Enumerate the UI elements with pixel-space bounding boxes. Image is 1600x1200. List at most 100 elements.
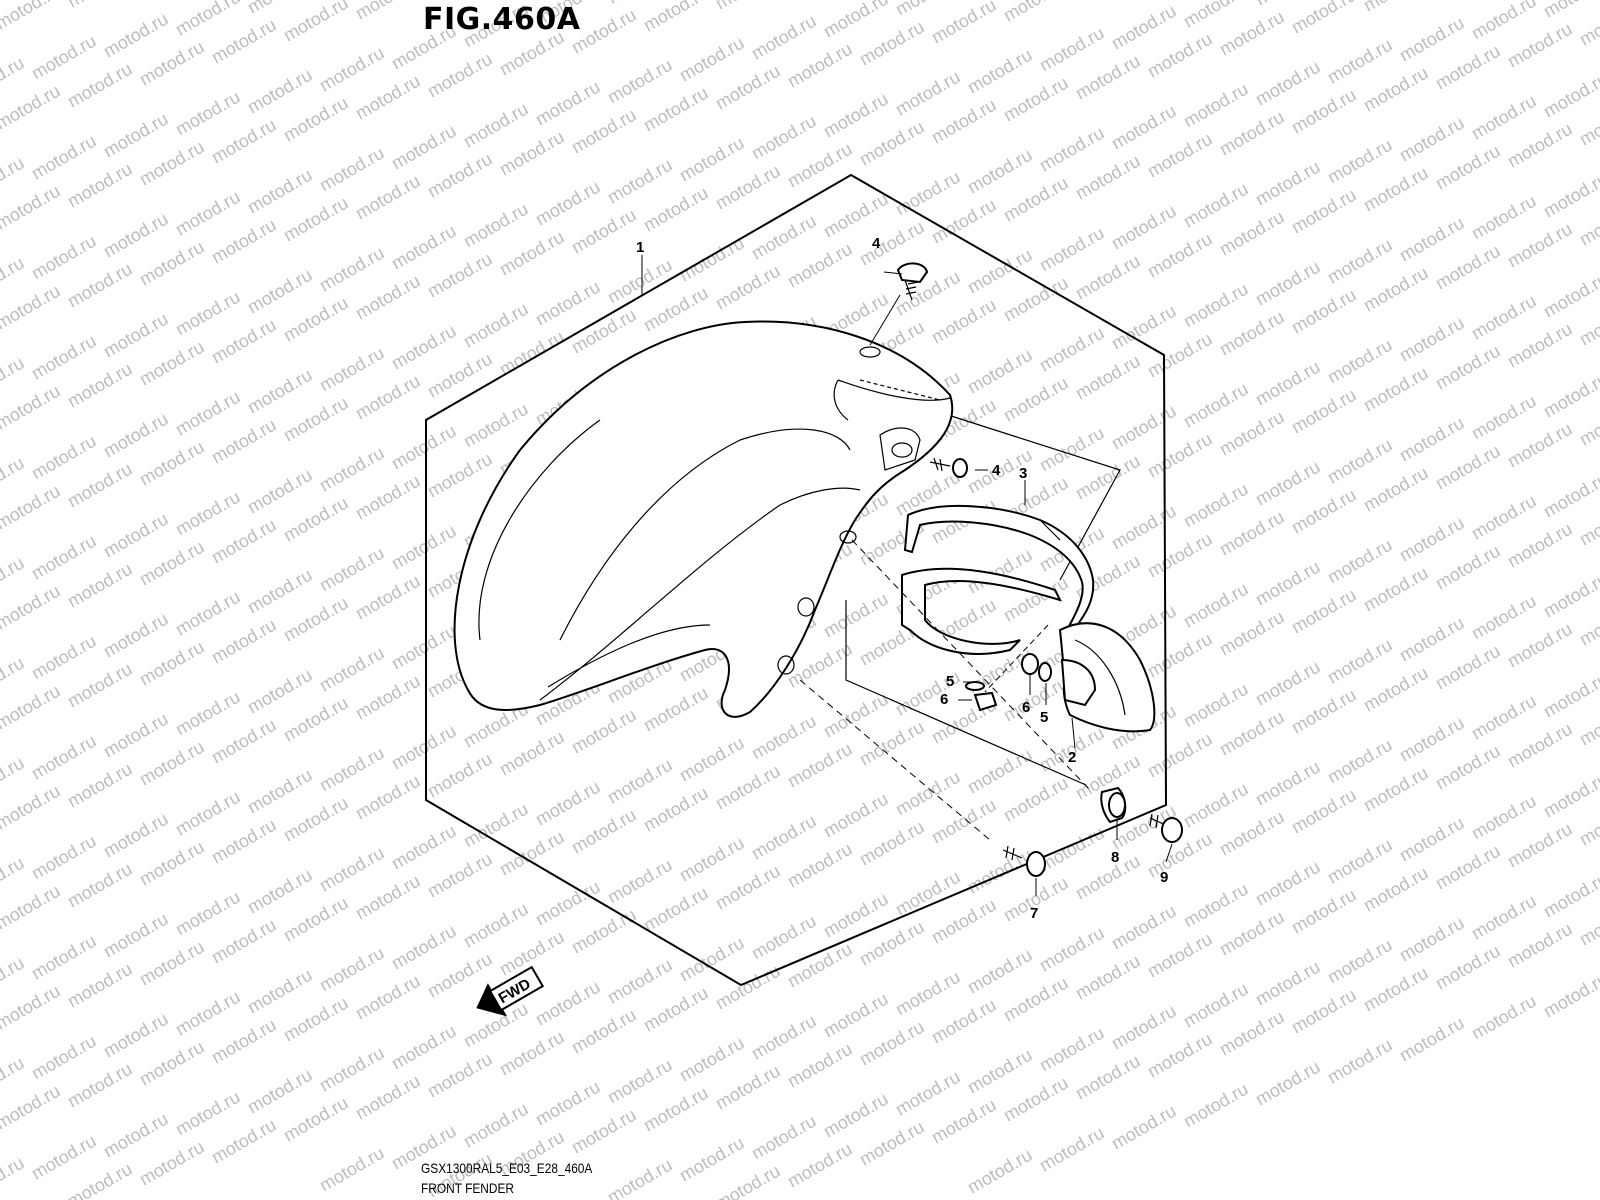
watermark-text: motod.ru <box>1108 901 1180 954</box>
watermark-text: motod.ru <box>496 127 568 180</box>
watermark-text: motod.ru <box>1360 863 1432 916</box>
watermark-text: motod.ru <box>0 381 64 434</box>
watermark-text: motod.ru <box>1324 235 1396 288</box>
watermark-text: motod.ru <box>244 165 316 218</box>
watermark-text: motod.ru <box>1468 991 1540 1044</box>
watermark-text: motod.ru <box>1180 879 1252 932</box>
watermark-text: motod.ru <box>820 689 892 742</box>
watermark-text: motod.ru <box>604 155 676 208</box>
watermark-text: motod.ru <box>532 177 604 230</box>
callout-8: 8 <box>1111 849 1119 866</box>
watermark-text: motod.ru <box>1000 373 1072 426</box>
watermark-text: motod.ru <box>1036 923 1108 976</box>
watermark-text: motod.ru <box>784 739 856 792</box>
watermark-text: motod.ru <box>0 781 64 834</box>
watermark-text: motod.ru <box>1540 669 1600 722</box>
watermark-text: motod.ru <box>1468 291 1540 344</box>
watermark-text: motod.ru <box>208 415 280 468</box>
watermark-text: motod.ru <box>0 681 64 734</box>
watermark-text: motod.ru <box>820 89 892 142</box>
watermark-text: motod.ru <box>1504 819 1576 872</box>
watermark-text: motod.ru <box>1036 23 1108 76</box>
watermark-text: motod.ru <box>1072 851 1144 904</box>
watermark-text: motod.ru <box>1072 51 1144 104</box>
watermark-text: motod.ru <box>64 1159 136 1200</box>
watermark-text: motod.ru <box>352 771 424 824</box>
watermark-text: motod.ru <box>1288 985 1360 1038</box>
watermark-text: motod.ru <box>604 1155 676 1200</box>
watermark-text: motod.ru <box>352 71 424 124</box>
watermark-text: motod.ru <box>136 1137 208 1190</box>
watermark-text: motod.ru <box>208 115 280 168</box>
watermark-text: motod.ru <box>1216 607 1288 660</box>
watermark-text: motod.ru <box>1396 613 1468 666</box>
watermark-text: motod.ru <box>712 261 784 314</box>
watermark-text: motod.ru <box>784 1039 856 1092</box>
watermark-text: motod.ru <box>856 117 928 170</box>
watermark-text: motod.ru <box>1216 307 1288 360</box>
watermark-text: motod.ru <box>820 589 892 642</box>
watermark-text: motod.ru <box>892 67 964 120</box>
watermark-text: motod.ru <box>28 631 100 684</box>
watermark-text: motod.ru <box>460 1099 532 1152</box>
watermark-text: motod.ru <box>1432 241 1504 294</box>
watermark-text: motod.ru <box>0 481 64 534</box>
watermark-text: motod.ru <box>1468 791 1540 844</box>
watermark-text: motod.ru <box>1252 557 1324 610</box>
watermark-text: motod.ru <box>1252 157 1324 210</box>
watermark-text: motod.ru <box>100 9 172 62</box>
watermark-text: motod.ru <box>856 17 928 70</box>
watermark-text: motod.ru <box>640 0 712 35</box>
watermark-text: motod.ru <box>460 199 532 252</box>
watermark-text: motod.ru <box>1324 335 1396 388</box>
watermark-text: motod.ru <box>1144 629 1216 682</box>
watermark-text: motod.ru <box>208 615 280 668</box>
watermark-text: motod.ru <box>28 431 100 484</box>
watermark-text: motod.ru <box>388 321 460 374</box>
watermark-text: motod.ru <box>1180 579 1252 632</box>
watermark-text: motod.ru <box>1108 301 1180 354</box>
watermark-text: motod.ru <box>28 131 100 184</box>
watermark-text: motod.ru <box>172 287 244 340</box>
watermark-text: motod.ru <box>1180 179 1252 232</box>
watermark-text: motod.ru <box>460 899 532 952</box>
watermark-text: motod.ru <box>748 11 820 64</box>
watermark-text: motod.ru <box>784 239 856 292</box>
watermark-text: motod.ru <box>1468 0 1540 43</box>
watermark-text: motod.ru <box>676 1033 748 1086</box>
watermark-text: motod.ru <box>1180 979 1252 1032</box>
watermark-text: motod.ru <box>1504 19 1576 72</box>
watermark-text: motod.ru <box>1468 191 1540 244</box>
watermark-text: motod.ru <box>1540 169 1600 222</box>
watermark-text: motod.ru <box>604 755 676 808</box>
watermark-text: motod.ru <box>352 471 424 524</box>
watermark-text: motod.ru <box>280 193 352 246</box>
watermark-text: motod.ru <box>856 917 928 970</box>
watermark-text: motod.ru <box>640 783 712 836</box>
watermark-text: motod.ru <box>1000 773 1072 826</box>
watermark-text: motod.ru <box>244 865 316 918</box>
watermark-text: motod.ru <box>784 839 856 892</box>
watermark-text: motod.ru <box>208 815 280 868</box>
watermark-text: motod.ru <box>424 449 496 502</box>
watermark-text: motod.ru <box>64 659 136 712</box>
watermark-text: motod.ru <box>1252 757 1324 810</box>
watermark-text: motod.ru <box>280 493 352 546</box>
watermark-text: motod.ru <box>1180 79 1252 132</box>
watermark-text: motod.ru <box>1540 69 1600 122</box>
watermark-text: motod.ru <box>748 711 820 764</box>
watermark-text: motod.ru <box>1324 935 1396 988</box>
watermark-text: motod.ru <box>640 683 712 736</box>
watermark-text: motod.ru <box>1000 173 1072 226</box>
watermark-text: motod.ru <box>1432 541 1504 594</box>
callout-5-right: 5 <box>1040 709 1048 726</box>
watermark-text: motod.ru <box>1144 29 1216 82</box>
watermark-text: motod.ru <box>244 265 316 318</box>
watermark-text: motod.ru <box>964 145 1036 198</box>
watermark-text: motod.ru <box>568 705 640 758</box>
watermark-text: motod.ru <box>784 139 856 192</box>
nut-6 <box>973 653 1039 712</box>
watermark-text: motod.ru <box>1108 101 1180 154</box>
watermark-text: motod.ru <box>928 95 1000 148</box>
watermark-text: motod.ru <box>1504 919 1576 972</box>
